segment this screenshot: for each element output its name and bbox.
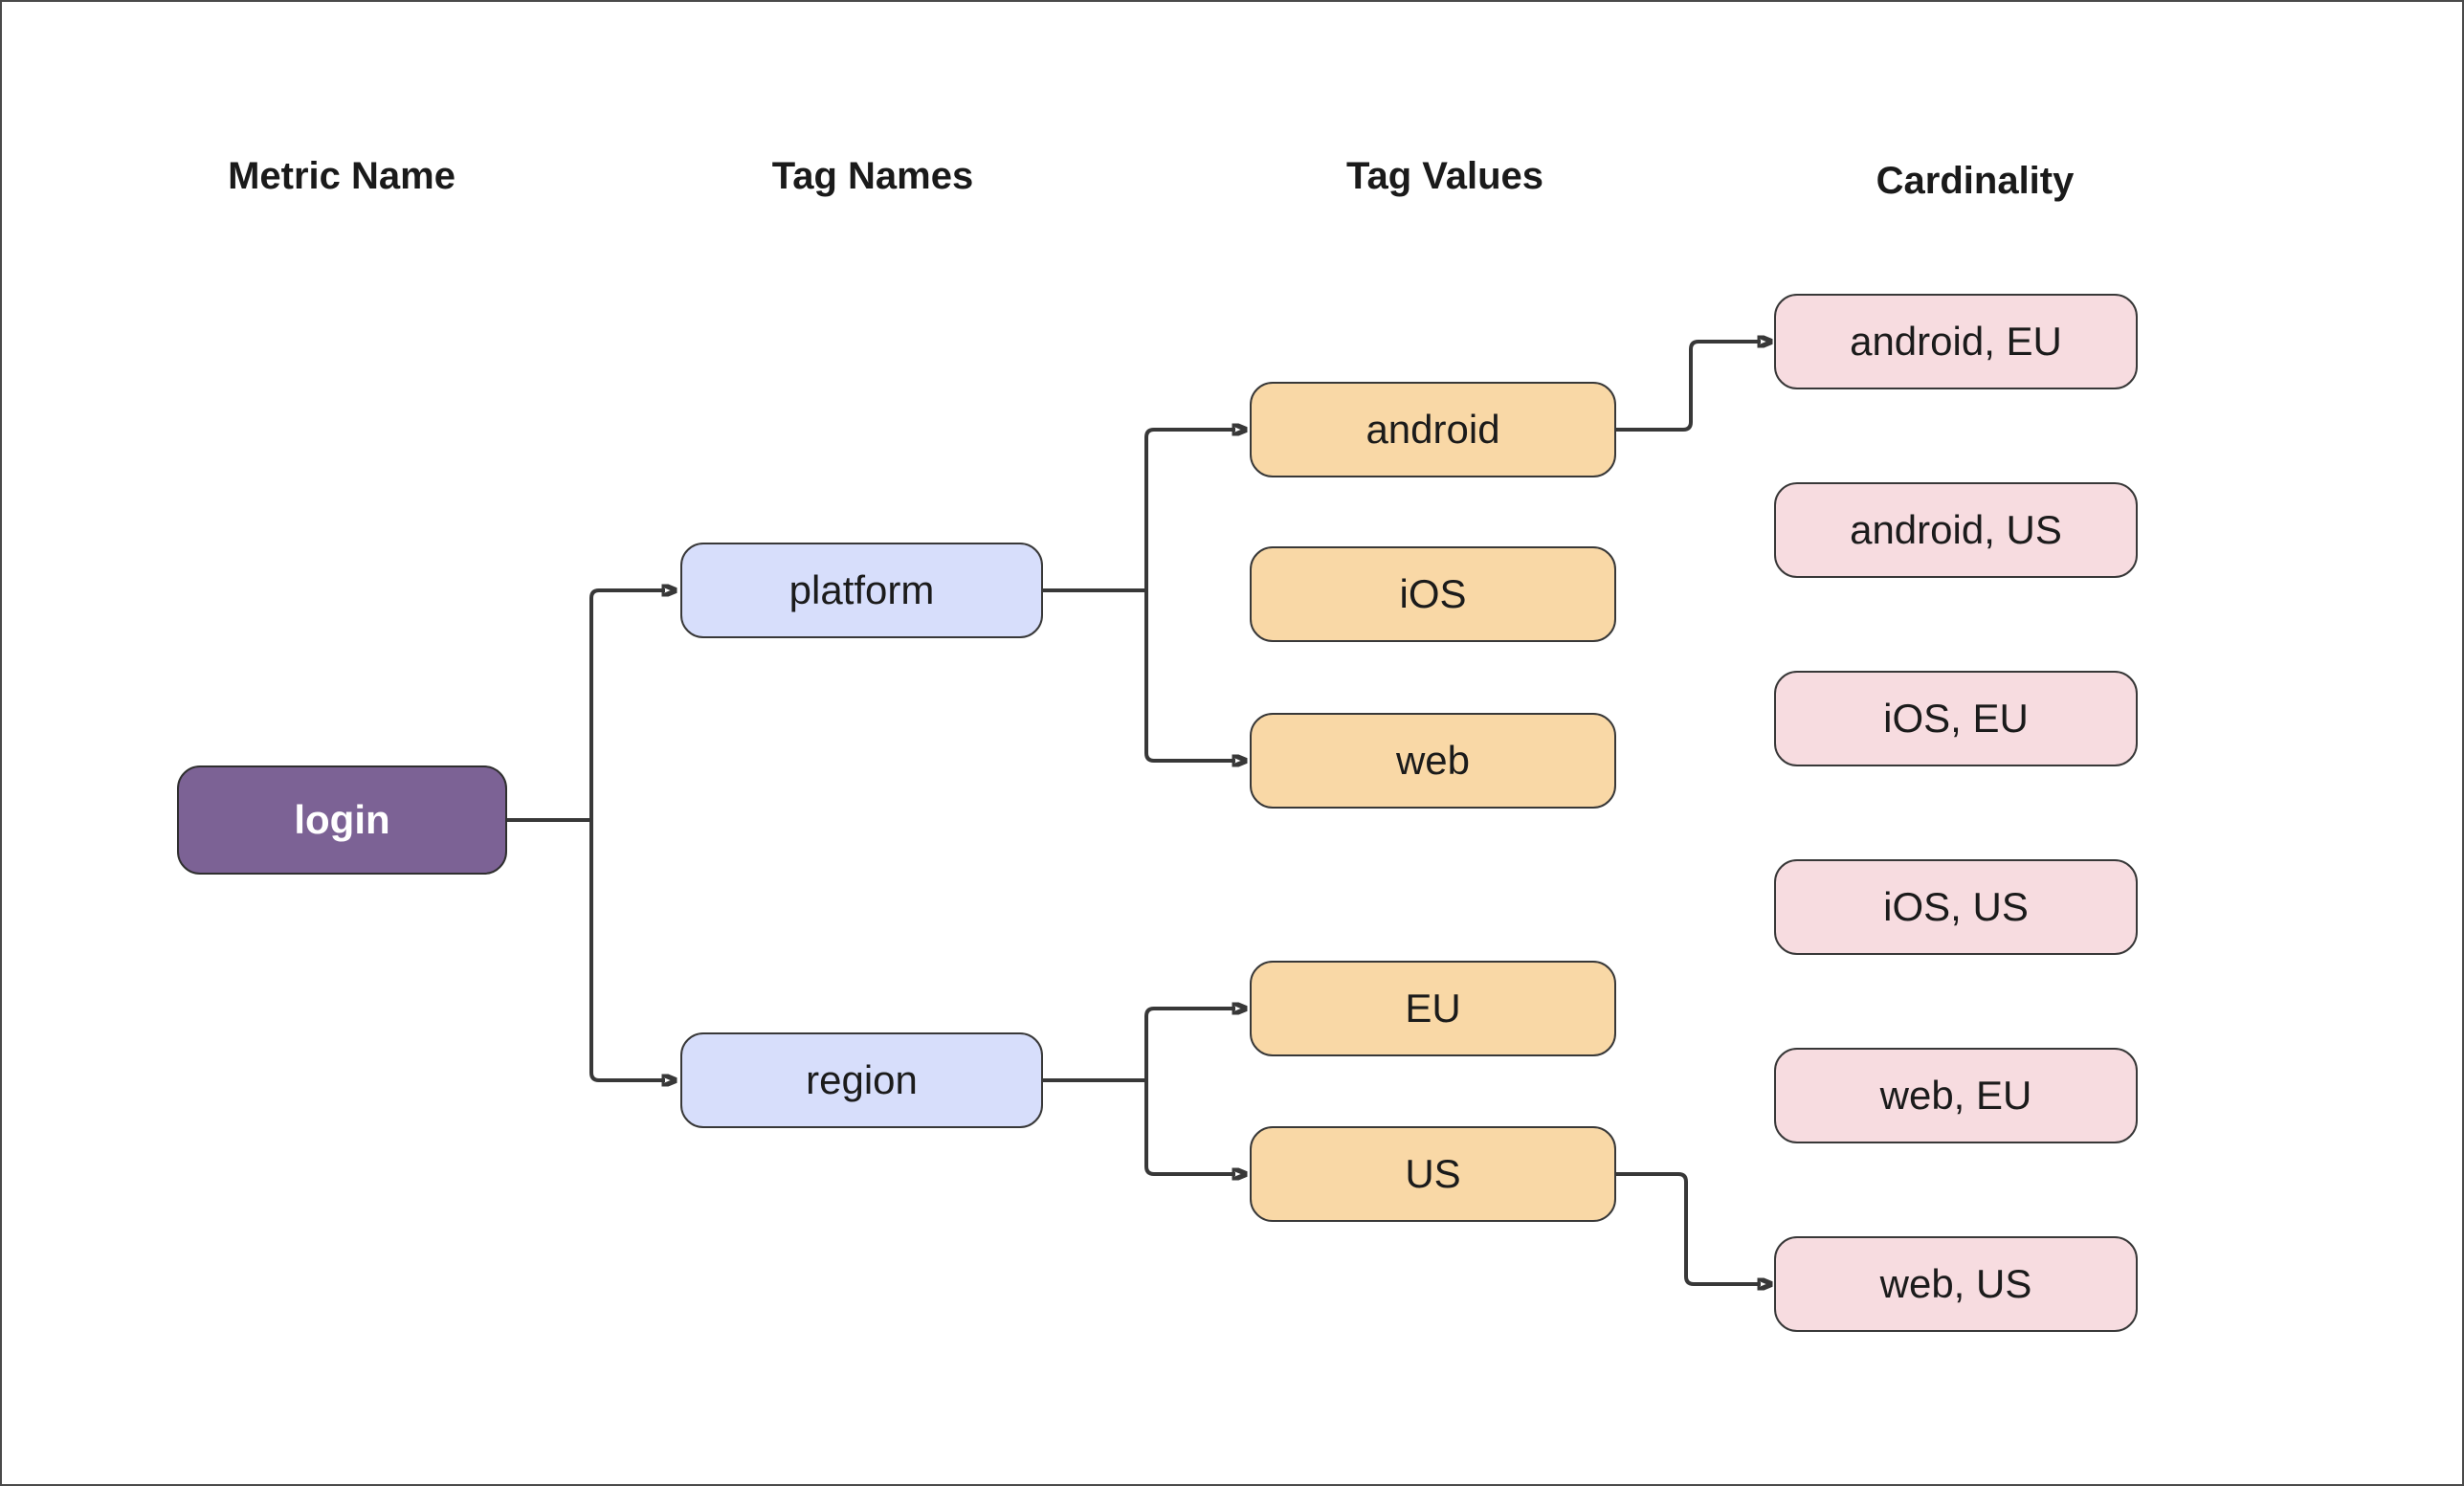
column-header-tag-values: Tag Values <box>1345 155 1543 197</box>
node-android-label: android <box>1365 407 1500 452</box>
node-android: android <box>1250 382 1616 477</box>
node-region-label: region <box>806 1057 918 1102</box>
edge-region-eu <box>1144 1009 1233 1082</box>
node-ios: iOS <box>1250 546 1616 642</box>
node-ios-us-label: iOS, US <box>1883 884 2029 929</box>
node-android-eu: android, EU <box>1774 294 2138 389</box>
node-login-label: login <box>294 797 390 842</box>
node-ios-eu: iOS, EU <box>1774 671 2138 766</box>
column-header-tag-names: Tag Names <box>771 155 974 197</box>
edge-android-android-eu <box>1614 342 1759 432</box>
node-ios-eu-label: iOS, EU <box>1883 696 2029 741</box>
node-us-label: US <box>1405 1151 1461 1196</box>
node-web-label: web <box>1395 738 1471 783</box>
node-android-eu-label: android, EU <box>1850 319 2062 364</box>
node-eu: EU <box>1250 961 1616 1056</box>
column-header-metric-name: Metric Name <box>228 155 455 197</box>
edge-login-region <box>589 818 663 1080</box>
node-web-us-label: web, US <box>1879 1261 2032 1306</box>
edge-platform-android <box>1144 430 1233 592</box>
node-platform: platform <box>680 543 1043 638</box>
node-platform-label: platform <box>788 567 935 612</box>
edge-region-us <box>1144 1078 1233 1174</box>
edge-us-web-us <box>1614 1172 1759 1284</box>
node-android-us-label: android, US <box>1850 507 2062 552</box>
node-us: US <box>1250 1126 1616 1222</box>
node-ios-label: iOS <box>1399 571 1467 616</box>
node-web: web <box>1250 713 1616 809</box>
edge-platform-web <box>1144 588 1233 761</box>
node-login: login <box>177 765 507 875</box>
node-web-eu-label: web, EU <box>1879 1073 2032 1118</box>
node-web-eu: web, EU <box>1774 1048 2138 1143</box>
edge-login-platform <box>589 590 663 822</box>
column-header-cardinality: Cardinality <box>1876 160 2075 202</box>
node-web-us: web, US <box>1774 1236 2138 1332</box>
node-eu-label: EU <box>1405 986 1461 1031</box>
node-android-us: android, US <box>1774 482 2138 578</box>
node-ios-us: iOS, US <box>1774 859 2138 955</box>
node-region: region <box>680 1032 1043 1128</box>
